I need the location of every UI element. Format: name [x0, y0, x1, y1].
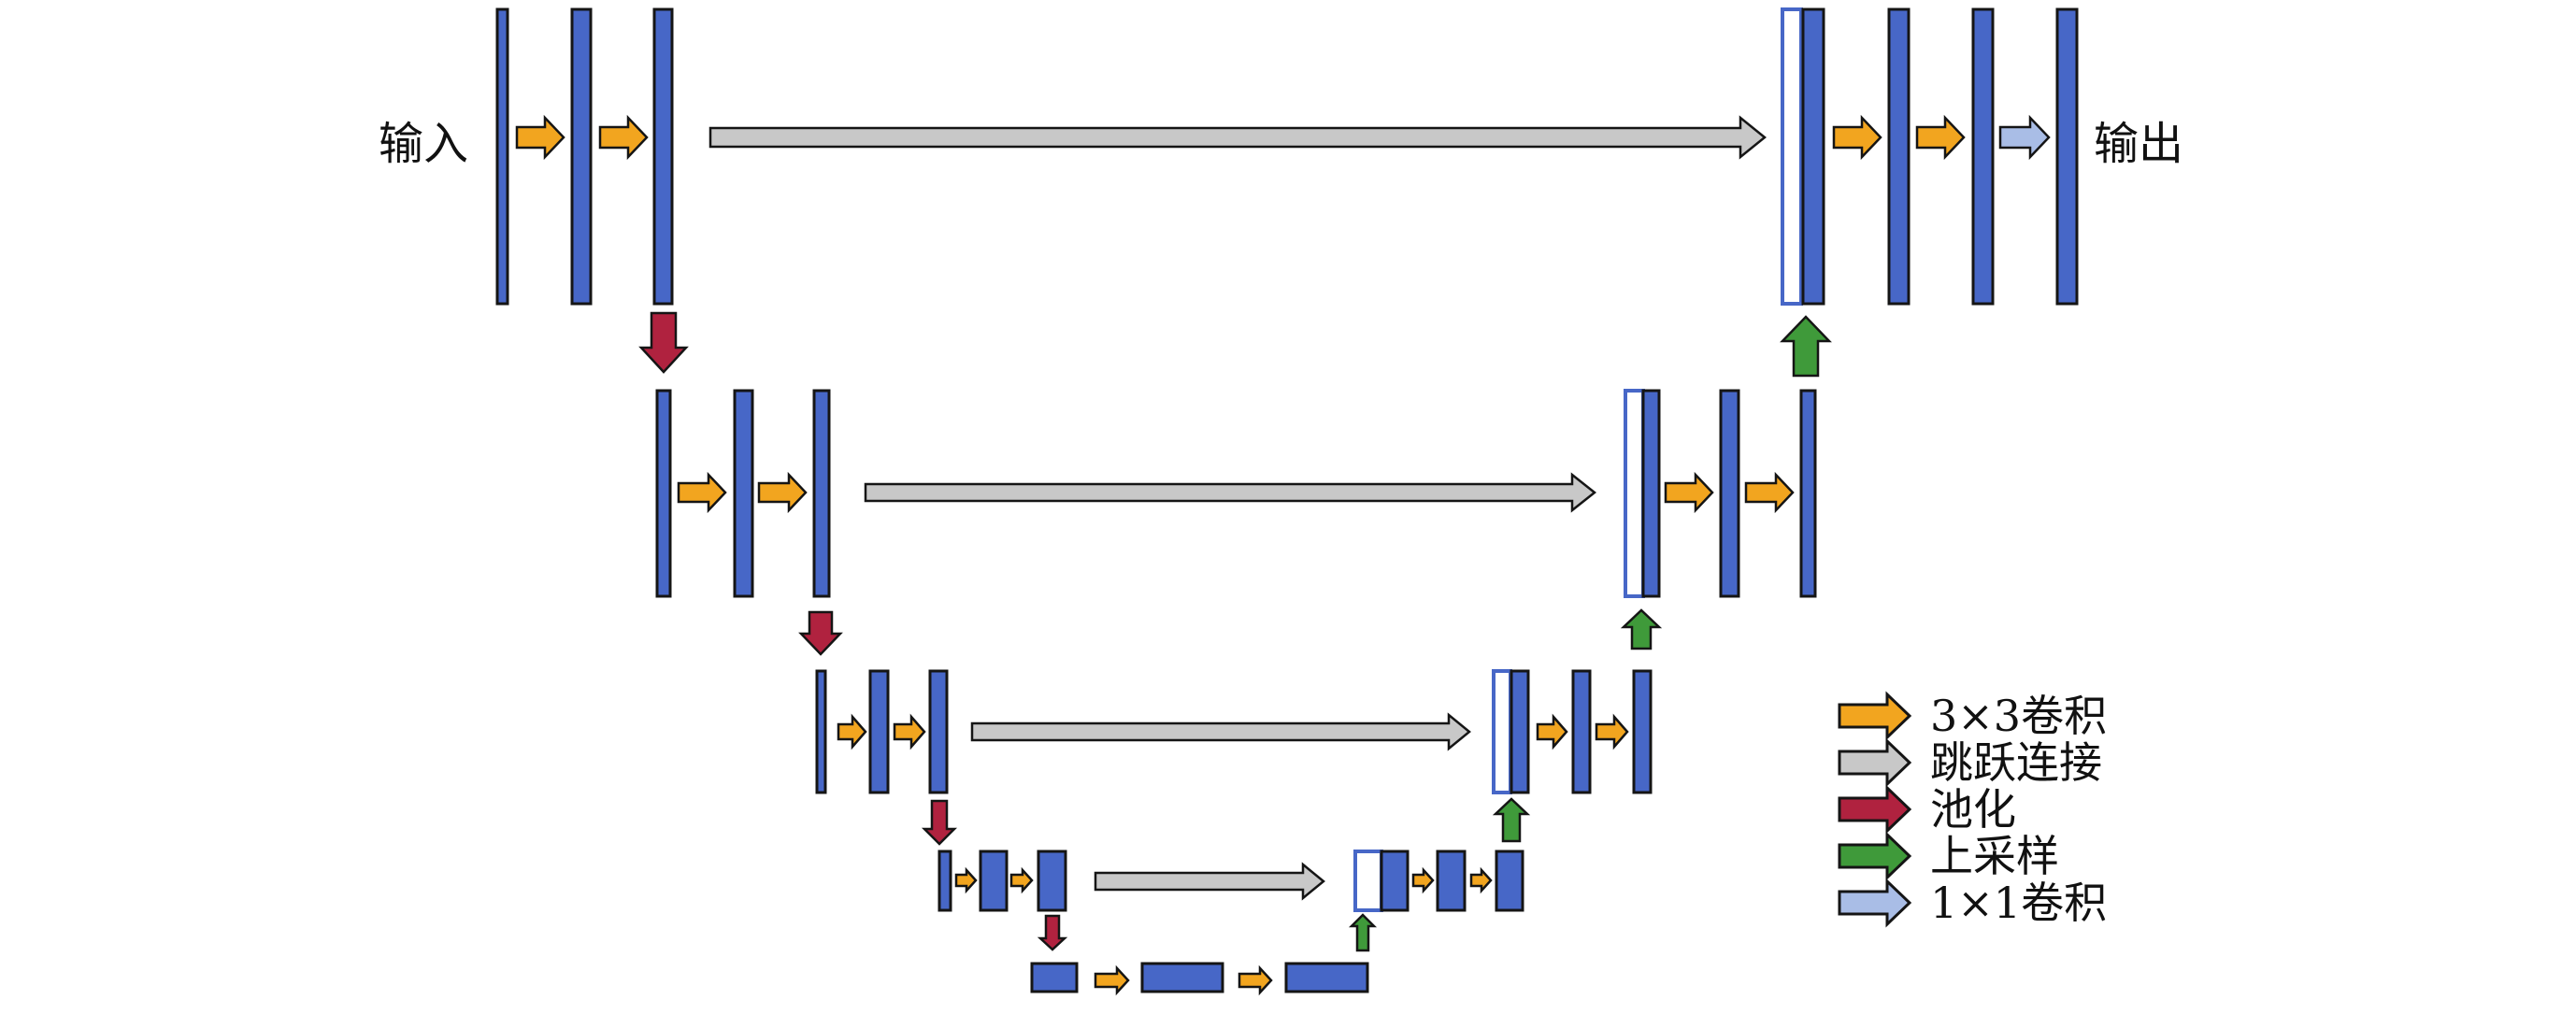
- dec1-map-1: [1801, 7, 1825, 306]
- enc4-map-1: [937, 850, 952, 912]
- enc2-map-1: [655, 389, 672, 598]
- enc1-map-2: [570, 7, 593, 306]
- legend-label-conv1x1: 1×1卷积: [1930, 878, 2107, 928]
- bottleneck-map-2: [1140, 962, 1224, 993]
- conv-arrow-dec2-b: [1744, 471, 1795, 514]
- legend-arrow-skip: [1838, 737, 1912, 788]
- conv-arrow-enc2-a: [677, 471, 727, 514]
- legend-label-conv3x3: 3×3卷积: [1930, 691, 2107, 741]
- legend-label-pool: 池化: [1930, 784, 2016, 835]
- conv-arrow-bottleneck-a: [1094, 964, 1130, 996]
- enc3-map-3: [928, 669, 949, 794]
- conv-arrow-dec1-b: [1915, 114, 1966, 161]
- bottleneck-map-1: [1030, 962, 1079, 993]
- skip-connection-level2: [864, 472, 1597, 513]
- skip-connection-level4: [1094, 862, 1325, 901]
- dec1-map-3: [1971, 7, 1995, 306]
- conv-arrow-enc3-b: [893, 713, 926, 750]
- dec1-map-2: [1887, 7, 1911, 306]
- dec1-concat-map: [1781, 7, 1803, 306]
- upsample-arrow-4: [1780, 315, 1832, 378]
- enc3-map-1: [815, 669, 827, 794]
- conv-arrow-dec2-a: [1664, 471, 1714, 514]
- upsample-arrow-3: [1620, 608, 1663, 650]
- dec2-map-1: [1641, 389, 1661, 598]
- conv-arrow-dec4-b: [1469, 866, 1493, 894]
- conv-arrow-enc4-b: [1009, 866, 1034, 894]
- dec4-map-1: [1380, 850, 1410, 912]
- output-conv1x1-arrow: [1998, 114, 2051, 161]
- conv-arrow-dec4-a: [1411, 866, 1435, 894]
- conv-arrow-enc2-b: [757, 471, 808, 514]
- enc2-map-3: [812, 389, 831, 598]
- conv-arrow-enc4-a: [954, 866, 978, 894]
- input-label: 输入: [379, 118, 468, 170]
- pool-arrow-4: [1037, 914, 1068, 951]
- upsample-arrow-2: [1492, 797, 1531, 843]
- legend-arrow-upsample: [1838, 831, 1912, 881]
- legend-arrow-pool: [1838, 784, 1912, 835]
- pool-arrow-3: [921, 799, 958, 846]
- enc4-map-3: [1037, 850, 1067, 912]
- legend-label-skip: 跳跃连接: [1930, 737, 2102, 788]
- dec2-map-2: [1719, 389, 1740, 598]
- enc3-map-2: [868, 669, 890, 794]
- conv-arrow-enc1-b: [598, 114, 649, 161]
- pool-arrow-1: [638, 311, 689, 374]
- skip-connection-level3: [970, 712, 1471, 751]
- enc4-map-2: [979, 850, 1009, 912]
- upsample-arrow-1: [1348, 913, 1378, 952]
- enc1-map-1: [495, 7, 509, 306]
- dec1-map-4: [2055, 7, 2079, 306]
- enc2-map-2: [733, 389, 754, 598]
- conv-arrow-dec1-a: [1832, 114, 1882, 161]
- conv-arrow-bottleneck-b: [1238, 964, 1273, 996]
- dec4-concat-map: [1353, 850, 1383, 912]
- enc1-map-3: [652, 7, 674, 306]
- legend-arrow-conv1x1: [1838, 878, 1912, 928]
- bottleneck-map-3: [1284, 962, 1369, 993]
- dec3-map-3: [1632, 669, 1653, 794]
- dec3-map-2: [1571, 669, 1592, 794]
- dec4-map-3: [1495, 850, 1524, 912]
- dec2-concat-map: [1624, 389, 1645, 598]
- dec2-map-3: [1799, 389, 1817, 598]
- conv-arrow-enc3-a: [837, 713, 867, 750]
- dec3-map-1: [1510, 669, 1530, 794]
- conv-arrow-dec3-a: [1536, 713, 1568, 750]
- skip-connection-level1: [708, 115, 1767, 160]
- conv-arrow-enc1-a: [515, 114, 565, 161]
- conv-arrow-dec3-b: [1595, 713, 1629, 750]
- pool-arrow-2: [798, 610, 843, 656]
- legend-arrow-conv3x3: [1838, 691, 1912, 741]
- output-label: 输出: [2094, 118, 2183, 170]
- legend-label-upsample: 上采样: [1930, 831, 2059, 881]
- dec4-map-2: [1436, 850, 1467, 912]
- dec3-concat-map: [1492, 669, 1512, 794]
